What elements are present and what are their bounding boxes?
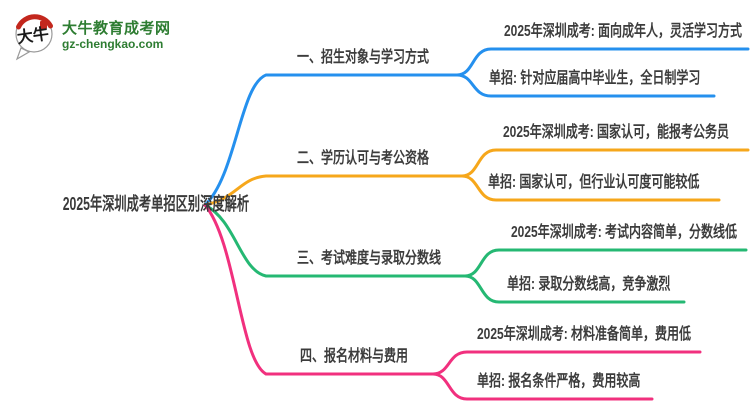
branch-3-leaf-2: 单招: 录取分数线高，竞争激烈 bbox=[507, 276, 671, 293]
branch-4-leaf-1: 2025年深圳成考: 材料准备简单，费用低 bbox=[477, 326, 692, 343]
branch-4-leaf-2: 单招: 报名条件严格，费用较高 bbox=[477, 373, 641, 390]
logo-bull-icon: 大牛 bbox=[15, 14, 53, 61]
site-name: 大牛教育成考网 bbox=[62, 20, 171, 37]
branch-1-leaf-1: 2025年深圳成考: 面向成年人，灵活学习方式 bbox=[504, 23, 743, 40]
branch-1-leaf-2: 单招: 针对应届高中毕业生，全日制学习 bbox=[489, 70, 701, 87]
branch-3-leaf-1: 2025年深圳成考: 考试内容简单，分数线低 bbox=[511, 224, 738, 241]
branch-2-leaf-1: 2025年深圳成考: 国家认可，能报考公务员 bbox=[503, 124, 730, 141]
svg-text:大牛: 大牛 bbox=[16, 24, 50, 47]
logo-text-block: 大牛教育成考网 gz-chengkao.com bbox=[62, 12, 171, 51]
central-topic: 2025年深圳成考单招区别深度解析 bbox=[62, 194, 250, 214]
site-url: gz-chengkao.com bbox=[62, 37, 164, 51]
branch-2-topic: 二、学历认可与考公资格 bbox=[297, 150, 430, 167]
site-logo: 大牛 大牛教育成考网 gz-chengkao.com bbox=[12, 12, 171, 64]
branch-1-topic: 一、招生对象与学习方式 bbox=[297, 49, 430, 66]
branch-2-leaf-2: 单招: 国家认可，但行业认可度可能较低 bbox=[488, 174, 700, 191]
branch-4-topic: 四、报名材料与费用 bbox=[300, 348, 409, 365]
branch-3-topic: 三、考试难度与录取分数线 bbox=[297, 250, 442, 267]
